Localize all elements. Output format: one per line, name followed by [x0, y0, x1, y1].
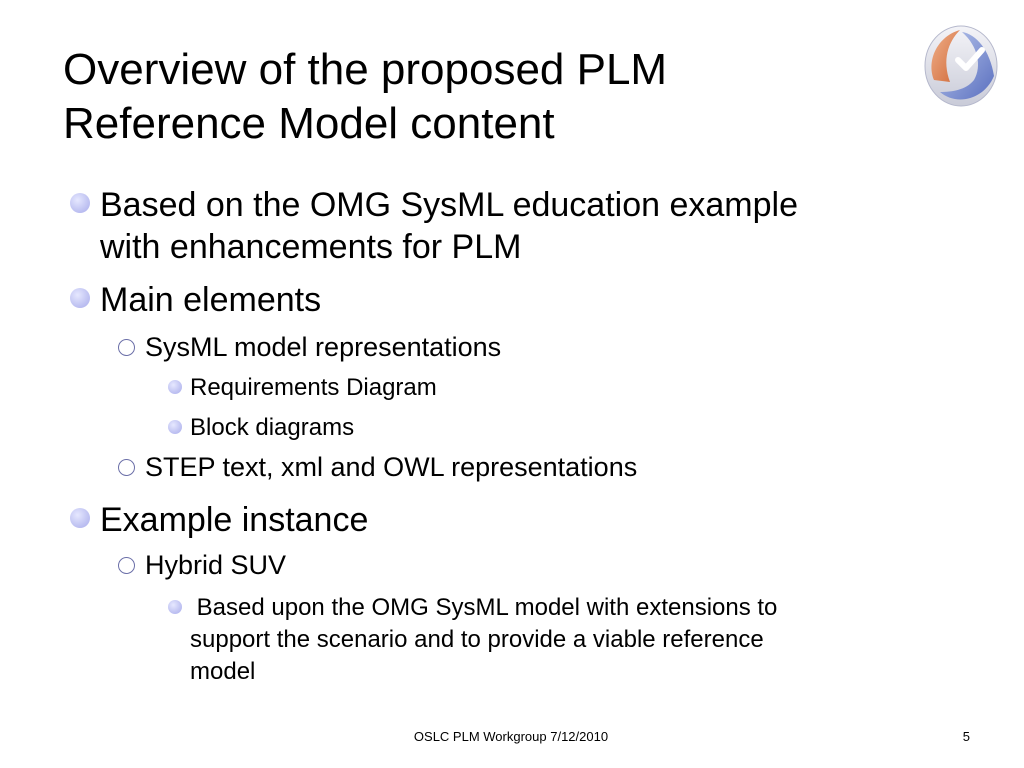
bullet-3-1-1-line-2: support the scenario and to provide a vi…: [190, 626, 764, 653]
bullet-1-line-2: with enhancements for PLM: [100, 228, 522, 266]
bullet-2-1-1: Requirements Diagram: [190, 374, 437, 401]
bullet-filled-icon: [70, 508, 90, 528]
bullet-filled-icon: [168, 380, 182, 394]
bullet-hollow-icon: [118, 557, 135, 574]
bullet-filled-icon: [70, 193, 90, 213]
bullet-2-1: SysML model representations: [145, 332, 502, 362]
bullet-1-line-1: Based on the OMG SysML education example: [100, 186, 798, 224]
bullet-3-1-1-line-3: model: [190, 658, 256, 685]
bullet-3-1: Hybrid SUV: [145, 550, 287, 580]
bullet-filled-icon: [70, 288, 90, 308]
slide-title-line-1: Overview of the proposed PLM: [63, 45, 668, 94]
bullet-filled-icon: [168, 600, 182, 614]
slide-title-line-2: Reference Model content: [63, 99, 555, 148]
bullet-3-1-1-line-1: Based upon the OMG SysML model with exte…: [190, 594, 778, 621]
bullet-3: Example instance: [100, 501, 369, 539]
bullet-hollow-icon: [118, 339, 135, 356]
footer-text: OSLC PLM Workgroup 7/12/2010: [413, 729, 609, 744]
bullet-2-2: STEP text, xml and OWL representations: [145, 452, 638, 482]
slide-title: Overview of the proposed PLM Reference M…: [63, 43, 883, 151]
page-number: 5: [962, 729, 970, 744]
oslc-logo-icon: [920, 20, 1002, 110]
bullet-filled-icon: [168, 420, 182, 434]
bullet-hollow-icon: [118, 459, 135, 476]
bullet-2-1-2: Block diagrams: [190, 414, 355, 441]
bullet-2: Main elements: [100, 281, 322, 319]
